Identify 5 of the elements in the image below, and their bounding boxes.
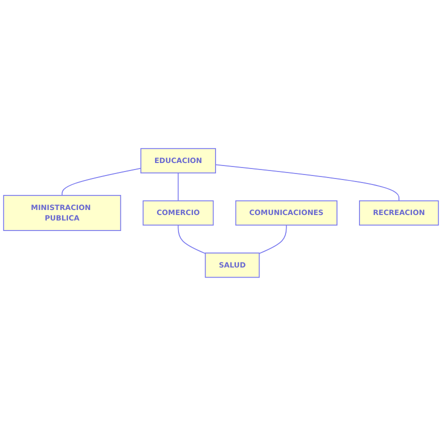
connector [215,164,400,201]
connector [178,172,179,201]
connector [178,224,206,254]
connector [62,167,142,196]
connector [258,224,287,254]
